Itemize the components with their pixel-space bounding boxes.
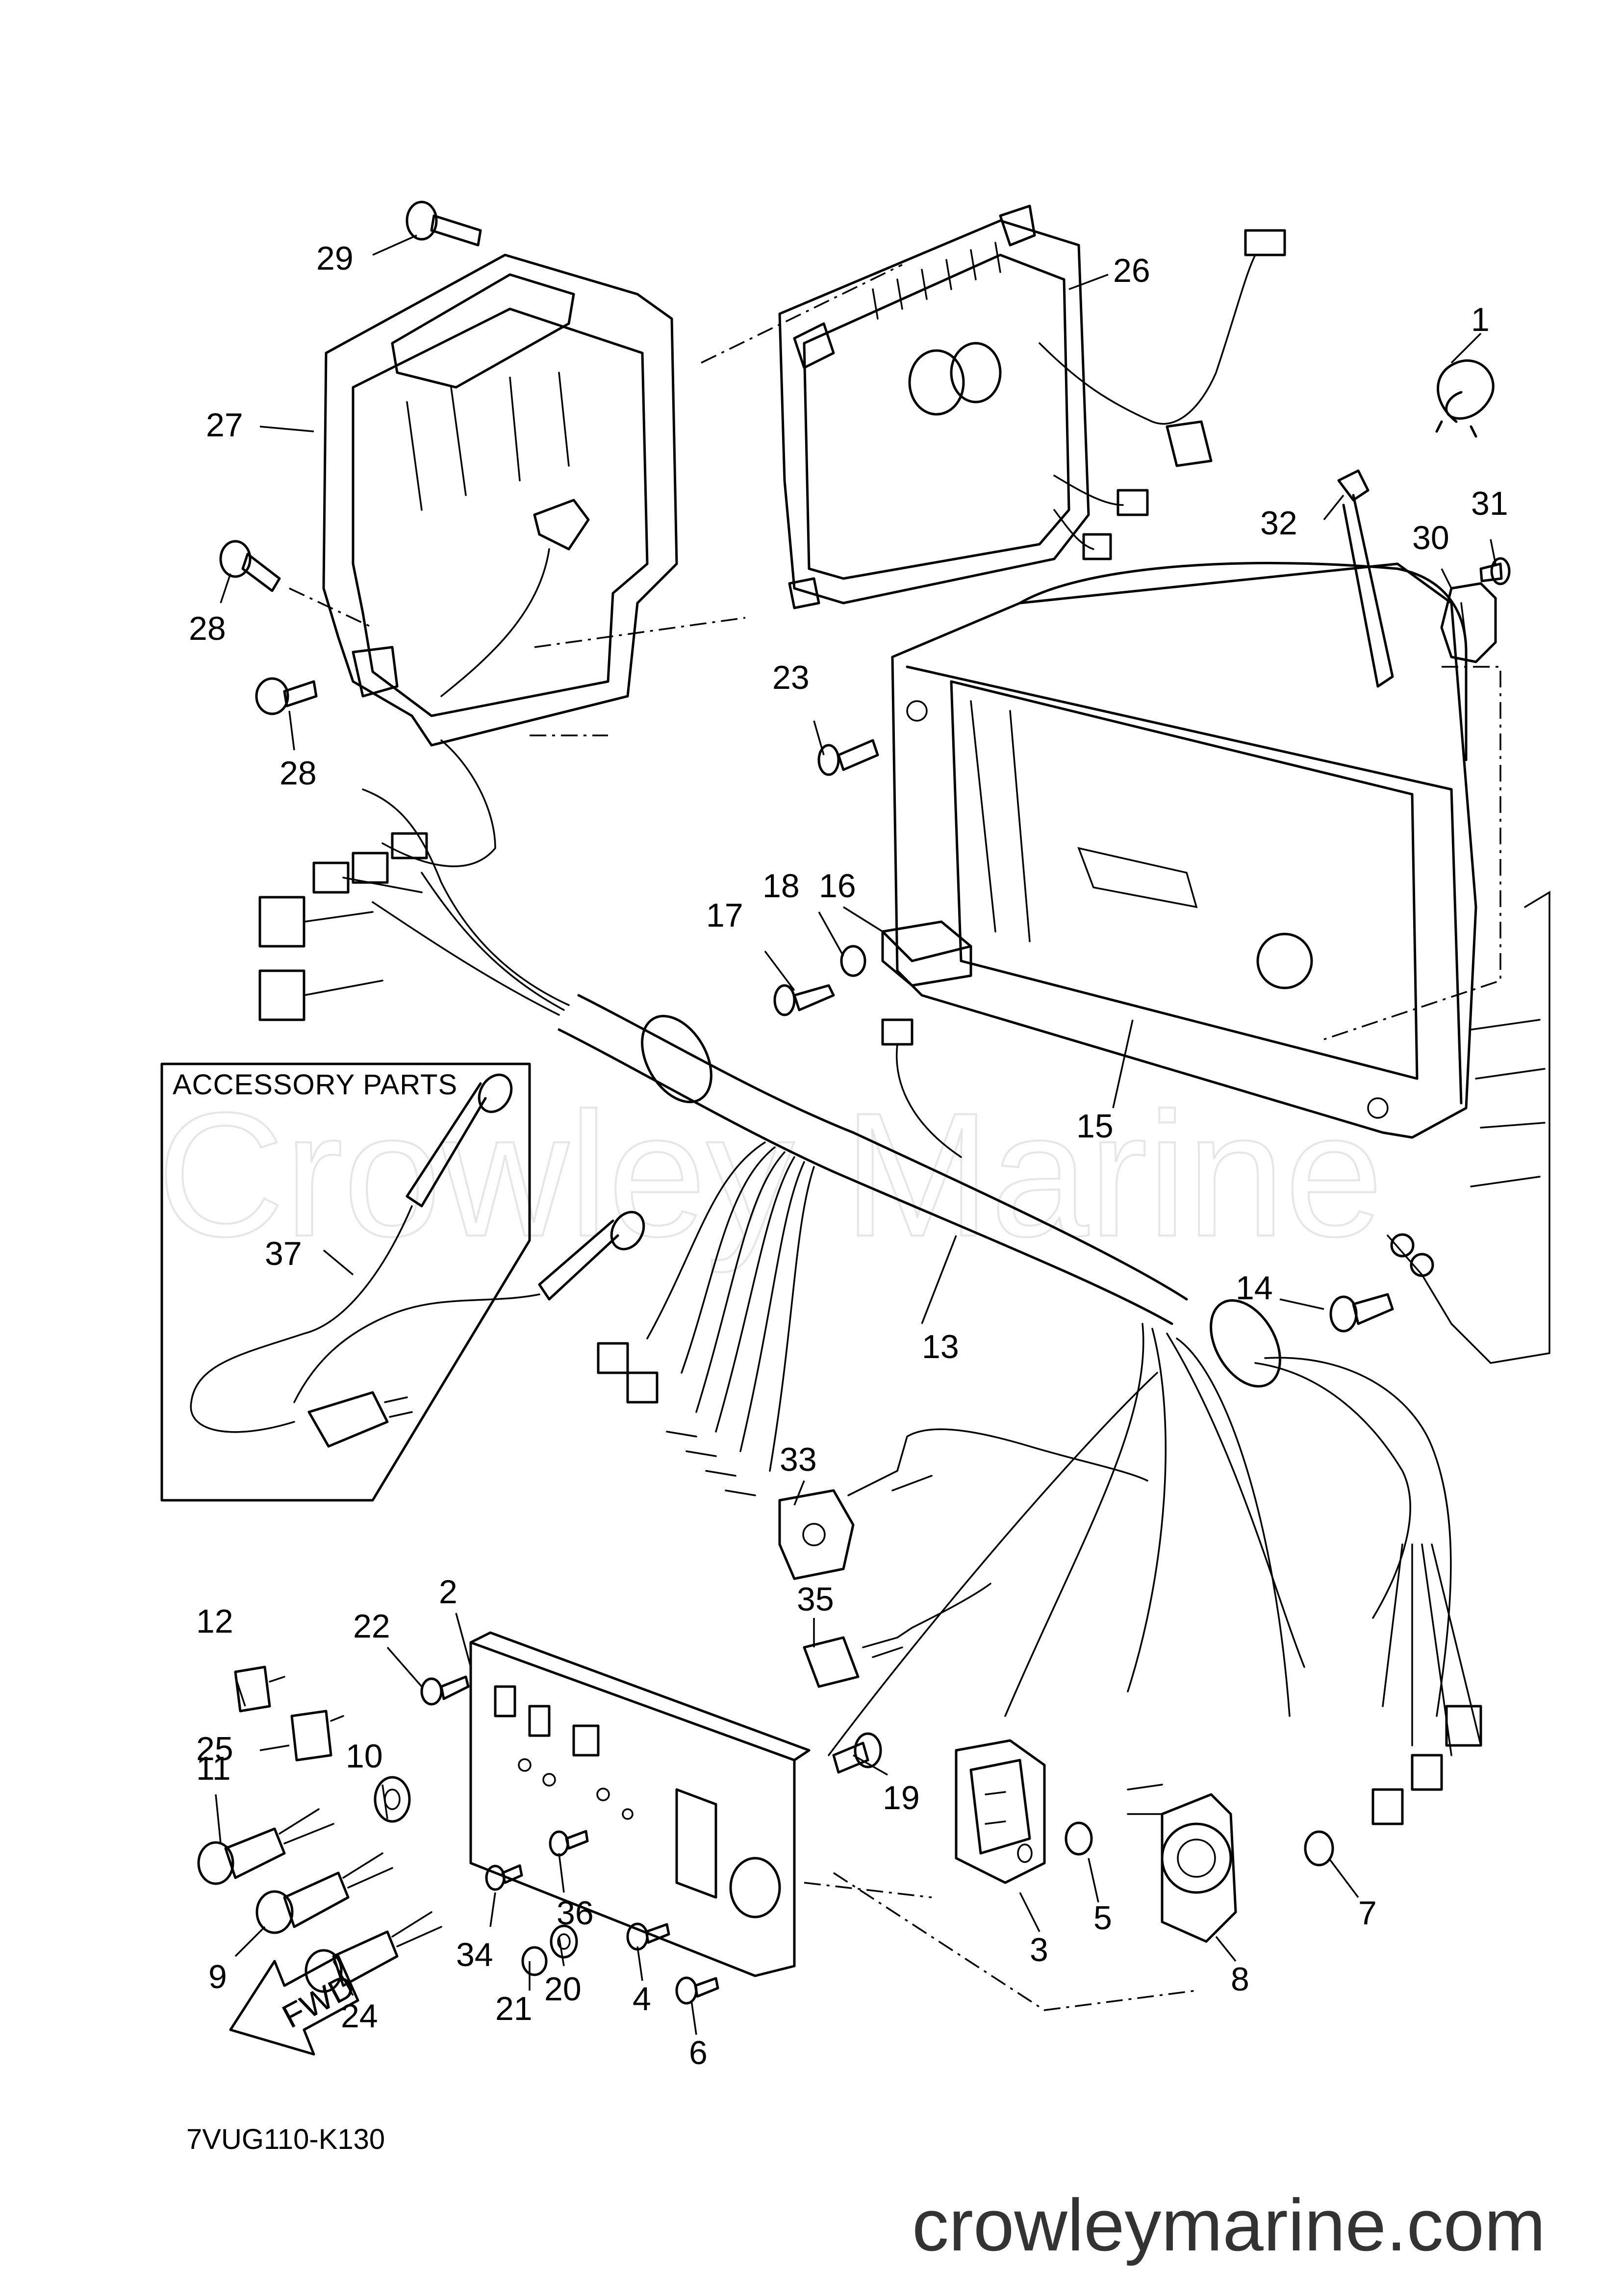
callout-19: 19 bbox=[883, 1779, 920, 1817]
part-15-bracket bbox=[891, 561, 1501, 1139]
callout-30: 30 bbox=[1412, 519, 1449, 556]
callout-29: 29 bbox=[316, 240, 354, 277]
callout-31: 31 bbox=[1471, 485, 1508, 522]
part-20-nut bbox=[550, 1924, 578, 1959]
part-8-twist-lock-receptacle bbox=[1127, 1784, 1237, 1943]
watermark: Crowley Marine bbox=[157, 1076, 1383, 1274]
callout-11: 11 bbox=[196, 1750, 231, 1787]
part-23-screw bbox=[817, 739, 879, 776]
accessory-parts-box: ACCESSORY PARTS bbox=[160, 1062, 645, 1502]
part-22-screw bbox=[420, 1675, 470, 1706]
part-7-nut bbox=[1304, 1830, 1334, 1867]
callout-9: 9 bbox=[208, 1958, 227, 1995]
part-14-bolt bbox=[1329, 1293, 1394, 1333]
part-18-washer bbox=[840, 945, 866, 977]
callout-20: 20 bbox=[544, 1970, 582, 2008]
callout-21: 21 bbox=[495, 1990, 533, 2027]
callout-36: 36 bbox=[557, 1894, 594, 1932]
accessory-parts-title: ACCESSORY PARTS bbox=[173, 1069, 457, 1101]
part-29-bolt bbox=[406, 201, 482, 247]
callout-34: 34 bbox=[456, 1936, 493, 1973]
callout-10: 10 bbox=[346, 1738, 383, 1775]
callout-35: 35 bbox=[797, 1581, 834, 1618]
callout-24: 24 bbox=[341, 1997, 378, 2035]
callout-2: 2 bbox=[439, 1573, 457, 1611]
site-url: crowleymarine.com bbox=[912, 2184, 1546, 2266]
callout-28-lower: 28 bbox=[279, 755, 317, 792]
callout-33: 33 bbox=[780, 1441, 817, 1478]
part-37-power-cord bbox=[190, 1073, 645, 1448]
part-5-nut bbox=[1065, 1821, 1093, 1856]
callout-28-upper: 28 bbox=[189, 610, 226, 647]
part-27-cover bbox=[322, 253, 678, 747]
part-36-screw bbox=[549, 1830, 589, 1857]
diagram-code: 7VUG110-K130 bbox=[186, 2123, 385, 2155]
callout-32: 32 bbox=[1260, 505, 1297, 542]
callout-15: 15 bbox=[1076, 1108, 1114, 1145]
part-26-controller-unit bbox=[778, 204, 1286, 609]
part-31-bolt bbox=[1479, 557, 1511, 585]
callout-23: 23 bbox=[772, 659, 810, 696]
callout-18: 18 bbox=[762, 867, 800, 905]
callout-14: 14 bbox=[1236, 1269, 1273, 1307]
part-21-washer bbox=[521, 1946, 548, 1976]
part-35-breaker bbox=[803, 1583, 991, 1688]
part-12-switch bbox=[234, 1665, 285, 1713]
callout-25: 25 bbox=[196, 1730, 233, 1767]
part-16-connector bbox=[881, 920, 972, 1158]
callout-12: 12 bbox=[196, 1603, 233, 1640]
part-19-bolt bbox=[832, 1732, 882, 1774]
callout-labels: 1 2 3 4 5 6 7 8 9 10 11 12 13 14 15 16 1… bbox=[189, 240, 1508, 2071]
part-32-cable-tie bbox=[1337, 469, 1394, 688]
part-10-grommet bbox=[374, 1776, 411, 1823]
callout-6: 6 bbox=[689, 2034, 708, 2071]
part-1-clip bbox=[1435, 359, 1495, 438]
callout-26: 26 bbox=[1113, 252, 1150, 289]
callout-16: 16 bbox=[819, 867, 856, 905]
callout-37: 37 bbox=[265, 1235, 302, 1272]
part-28-bolt-lower bbox=[255, 677, 318, 715]
callout-27: 27 bbox=[206, 406, 243, 444]
callout-4: 4 bbox=[633, 1980, 651, 2018]
callout-22: 22 bbox=[353, 1608, 390, 1645]
callout-8: 8 bbox=[1231, 1961, 1249, 1998]
fwd-arrow: FWD bbox=[229, 1955, 361, 2056]
leaders bbox=[215, 234, 1497, 2035]
callout-5: 5 bbox=[1093, 1899, 1112, 1937]
engine-detail bbox=[1387, 890, 1550, 1364]
part-28-bolt-upper bbox=[219, 540, 281, 592]
part-3-receptacle bbox=[955, 1739, 1046, 1884]
callout-3: 3 bbox=[1030, 1931, 1048, 1968]
part-34-screw bbox=[485, 1864, 523, 1891]
part-9-lamp bbox=[255, 1852, 393, 1934]
part-6-screw bbox=[675, 1976, 719, 2005]
part-25-switch bbox=[290, 1710, 344, 1762]
part-30-clamp bbox=[1440, 582, 1497, 663]
part-2-panel bbox=[469, 1631, 811, 1977]
part-24-lamp bbox=[304, 1911, 442, 1993]
callout-17: 17 bbox=[706, 897, 743, 934]
callout-13: 13 bbox=[922, 1328, 959, 1365]
part-11-lamp bbox=[197, 1808, 334, 1885]
part-33-breaker bbox=[778, 1428, 1148, 1580]
callout-1: 1 bbox=[1471, 301, 1490, 338]
part-13-harness bbox=[258, 739, 1482, 1825]
part-17-screw bbox=[773, 984, 835, 1016]
callout-7: 7 bbox=[1358, 1894, 1377, 1932]
